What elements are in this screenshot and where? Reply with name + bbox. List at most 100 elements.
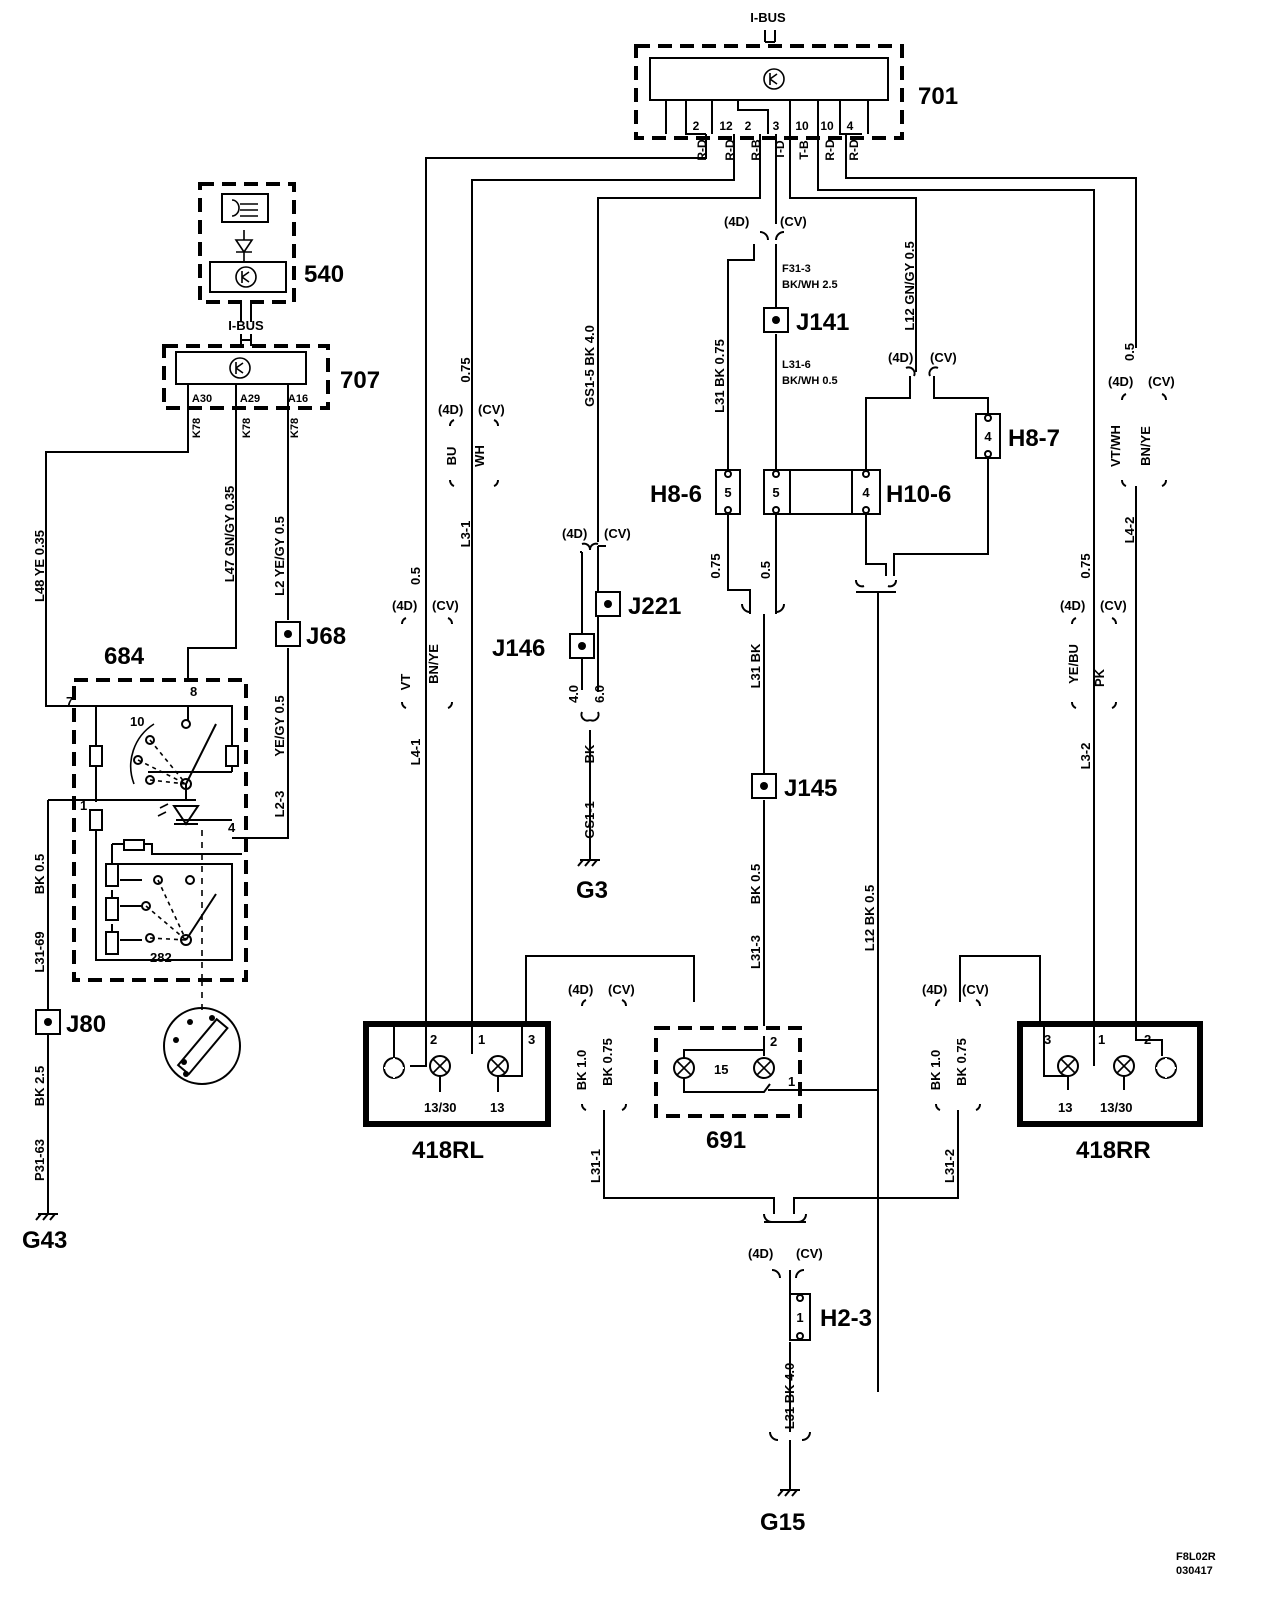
wire-l312: L31-2 xyxy=(942,1149,957,1183)
junction-j146: J146 xyxy=(492,633,595,662)
pin684-4: 4 xyxy=(228,820,236,835)
switch-684: 684 7 8 10 1 4 282 xyxy=(48,643,248,1010)
conn-h86-num: 5 xyxy=(724,485,731,500)
pin701-4: 10 xyxy=(795,119,809,133)
pin707-0: A30 xyxy=(192,393,212,405)
wire-l31bk: L31 BK 0.75 xyxy=(712,339,727,413)
wire-bkwh05: BK/WH 0.5 xyxy=(782,375,838,387)
term418rl-13: 13 xyxy=(490,1100,504,1115)
lamp-691: 2 15 1 691 xyxy=(654,1026,878,1154)
wire-codes-701: R-D R-D R-B T-D T-B R-D R-D xyxy=(695,139,861,161)
junction-j145: J145 xyxy=(751,773,837,802)
variant-cv-6: (CV) xyxy=(1148,374,1175,389)
module-701-label: 701 xyxy=(918,83,958,110)
ground-g3-label: G3 xyxy=(576,877,608,904)
switch-684-label: 684 xyxy=(104,643,145,670)
code701-6: R-D xyxy=(847,139,861,161)
wire-l12bk: L12 BK 0.5 xyxy=(862,885,877,951)
connector-h10-6-label: H10-6 xyxy=(886,481,951,508)
pin701-0: 2 xyxy=(693,119,700,133)
ground-g15-label: G15 xyxy=(760,1509,805,1536)
term418rr-13: 13 xyxy=(1058,1100,1072,1115)
wire-l311: L31-1 xyxy=(588,1149,603,1183)
wire-wh: WH xyxy=(472,445,487,467)
wire-pk: PK xyxy=(1092,668,1107,687)
pin701-2: 2 xyxy=(745,119,752,133)
variant-cv-1: (CV) xyxy=(478,402,505,417)
ground-g3-icon xyxy=(577,859,600,867)
ground-g43-label: G43 xyxy=(22,1227,67,1254)
code707-1: K78 xyxy=(241,418,253,438)
wire-l32: L3-2 xyxy=(1078,743,1093,770)
code707-0: K78 xyxy=(191,418,203,438)
pin691-2: 2 xyxy=(770,1034,777,1049)
junction-j145-label: J145 xyxy=(784,775,837,802)
pin701-1: 12 xyxy=(719,119,733,133)
wire-bk05: BK 0.5 xyxy=(748,864,763,904)
junction-j80: J80 xyxy=(35,1009,106,1038)
code701-5: R-D xyxy=(823,139,837,161)
wire-l316: L31-6 xyxy=(782,359,811,371)
wire-gs40: 4.0 xyxy=(566,685,581,703)
wire-l31bk40: L31 BK 4.0 xyxy=(782,1363,797,1429)
ibus-mid-label: I-BUS xyxy=(228,318,264,333)
connector-h8-6-label: H8-6 xyxy=(650,481,702,508)
pin418rr-1: 1 xyxy=(1098,1032,1105,1047)
pin418rr-2: 2 xyxy=(1144,1032,1151,1047)
module-540-label: 540 xyxy=(304,261,344,288)
junction-j68-label: J68 xyxy=(306,623,346,650)
led-icon xyxy=(234,230,254,262)
variant-d-5: (4D) xyxy=(888,350,913,365)
connector-h8-7-label: H8-7 xyxy=(1008,425,1060,452)
pin418rl-3: 3 xyxy=(528,1032,535,1047)
wire-l3150: BK 0.5 xyxy=(32,854,47,894)
wire-bnye: BN/YE xyxy=(426,644,441,684)
wire-l31a: L3-1 xyxy=(458,521,473,548)
dial-knob-icon xyxy=(163,1007,241,1085)
wire-w075a: 0.75 xyxy=(458,357,473,382)
ground-g15-icon xyxy=(777,1489,800,1497)
connector-h2-3-label: H2-3 xyxy=(820,1305,872,1332)
conn-h23-num: 1 xyxy=(796,1310,803,1325)
conn-h106b-num: 4 xyxy=(862,485,870,500)
pins-701: 2 12 2 3 10 10 4 xyxy=(693,119,854,133)
footer-code: F8L02R xyxy=(1176,1551,1216,1563)
variant-cv-5: (CV) xyxy=(930,350,957,365)
wire-l12: L12 GN/GY 0.5 xyxy=(902,241,917,330)
module-707: 707 A30 A29 A16 K78 K78 K78 xyxy=(162,344,380,438)
term418rr-1330: 13/30 xyxy=(1100,1100,1133,1115)
variant-d-3: (4D) xyxy=(562,526,587,541)
junction-j141-label: J141 xyxy=(796,309,849,336)
wire-w05a: 0.5 xyxy=(408,567,423,585)
pin691-15: 15 xyxy=(714,1062,728,1077)
junction-j68: J68 xyxy=(275,621,346,650)
module-540: 540 I-BUS xyxy=(198,182,344,346)
variant-d-8: (4D) xyxy=(568,982,593,997)
variant-d-4: (4D) xyxy=(724,214,749,229)
pin701-3: 3 xyxy=(773,119,780,133)
connector-h10-6: 5 4 H10-6 xyxy=(763,469,951,515)
lamp-418rr: 3 1 2 13 13/30 418RR xyxy=(959,955,1203,1164)
wire-w075b: 0.75 xyxy=(708,553,723,578)
pin707-2: A16 xyxy=(288,393,308,405)
wire-f313: F31-3 xyxy=(782,263,811,275)
variant-d-10: (4D) xyxy=(748,1246,773,1261)
wire-bk10a: BK 1.0 xyxy=(574,1050,589,1090)
wire-l48: L48 YE 0.35 xyxy=(32,530,47,602)
wire-bk075b: BK 0.75 xyxy=(954,1038,969,1086)
pin418rr-3: 3 xyxy=(1044,1032,1051,1047)
wire-l42: L4-2 xyxy=(1122,517,1137,544)
wire-bu: BU xyxy=(444,447,459,466)
variant-d-9: (4D) xyxy=(922,982,947,997)
wire-l313: L31-3 xyxy=(748,935,763,969)
wire-bnye2: BN/YE xyxy=(1138,426,1153,466)
code707-2: K78 xyxy=(289,418,301,438)
wire-vtwh: VT/WH xyxy=(1108,425,1123,467)
connector-h8-6: 5 H8-6 xyxy=(650,469,741,515)
variant-d-2: (4D) xyxy=(392,598,417,613)
wire-w075c: 0.75 xyxy=(1078,553,1093,578)
wire-w05c: 0.5 xyxy=(1122,343,1137,361)
variant-cv-7: (CV) xyxy=(1100,598,1127,613)
pin684-282: 282 xyxy=(150,950,172,965)
code701-4: T-B xyxy=(797,140,811,160)
